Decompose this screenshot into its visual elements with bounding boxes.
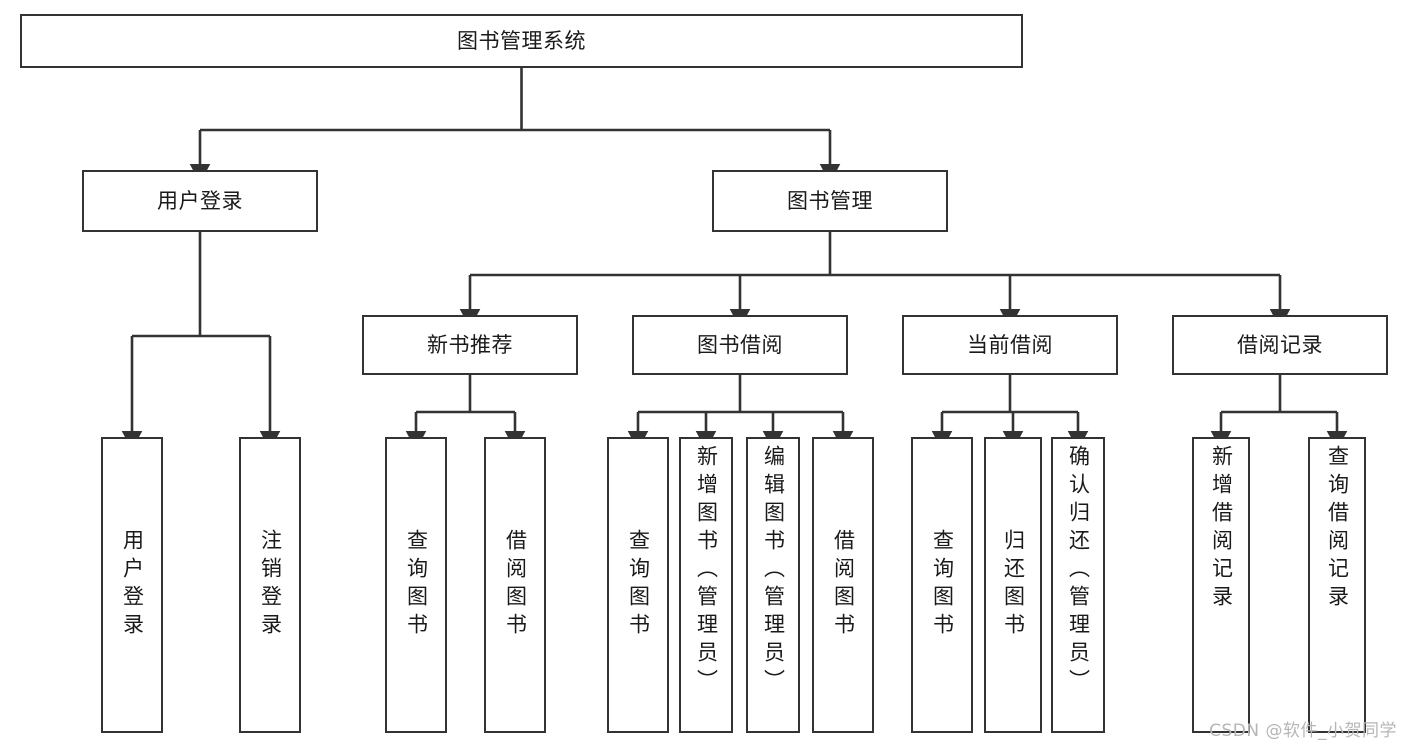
node-label-leaf-query-record: 查询借阅记录 (1325, 445, 1350, 613)
node-label-leaf-user-login: 用户登录 (120, 529, 145, 641)
node-label-login: 用户登录 (157, 188, 243, 213)
node-current[interactable]: 当前借阅 (902, 315, 1118, 375)
node-label-leaf-confirm-return: 确认归还（管理员） (1066, 445, 1091, 697)
node-leaf-query-book-current[interactable]: 查询图书 (911, 437, 973, 733)
node-leaf-query-record[interactable]: 查询借阅记录 (1308, 437, 1366, 733)
node-label-leaf-user-logout: 注销登录 (258, 529, 283, 641)
node-bookmgmt[interactable]: 图书管理 (712, 170, 948, 232)
node-label-leaf-query-book-new: 查询图书 (404, 529, 429, 641)
node-leaf-query-book-new[interactable]: 查询图书 (385, 437, 447, 733)
node-leaf-user-logout[interactable]: 注销登录 (239, 437, 301, 733)
node-label-records: 借阅记录 (1237, 332, 1323, 357)
node-leaf-query-book-borrow[interactable]: 查询图书 (607, 437, 669, 733)
node-leaf-confirm-return[interactable]: 确认归还（管理员） (1051, 437, 1105, 733)
node-borrow[interactable]: 图书借阅 (632, 315, 848, 375)
node-leaf-borrow-book-new[interactable]: 借阅图书 (484, 437, 546, 733)
node-label-leaf-add-record: 新增借阅记录 (1209, 445, 1234, 613)
node-leaf-add-record[interactable]: 新增借阅记录 (1192, 437, 1250, 733)
watermark-label: CSDN @软件_小贺同学 (1209, 721, 1397, 741)
node-login[interactable]: 用户登录 (82, 170, 318, 232)
node-label-current: 当前借阅 (967, 332, 1053, 357)
node-label-bookmgmt: 图书管理 (787, 188, 873, 213)
node-label-root: 图书管理系统 (457, 28, 586, 53)
node-records[interactable]: 借阅记录 (1172, 315, 1388, 375)
node-label-leaf-return-book: 归还图书 (1001, 529, 1026, 641)
node-label-newbook: 新书推荐 (427, 332, 513, 357)
node-label-leaf-add-book: 新增图书（管理员） (694, 445, 719, 697)
node-label-leaf-query-book-borrow: 查询图书 (626, 529, 651, 641)
node-label-leaf-borrow-book-new: 借阅图书 (503, 529, 528, 641)
node-newbook[interactable]: 新书推荐 (362, 315, 578, 375)
node-label-borrow: 图书借阅 (697, 332, 783, 357)
node-label-leaf-query-book-current: 查询图书 (930, 529, 955, 641)
node-leaf-user-login[interactable]: 用户登录 (101, 437, 163, 733)
node-leaf-edit-book[interactable]: 编辑图书（管理员） (746, 437, 800, 733)
node-leaf-return-book[interactable]: 归还图书 (984, 437, 1042, 733)
node-leaf-add-book[interactable]: 新增图书（管理员） (679, 437, 733, 733)
node-label-leaf-edit-book: 编辑图书（管理员） (761, 445, 786, 697)
node-label-leaf-borrow-book: 借阅图书 (831, 529, 856, 641)
node-root[interactable]: 图书管理系统 (20, 14, 1023, 68)
node-leaf-borrow-book[interactable]: 借阅图书 (812, 437, 874, 733)
